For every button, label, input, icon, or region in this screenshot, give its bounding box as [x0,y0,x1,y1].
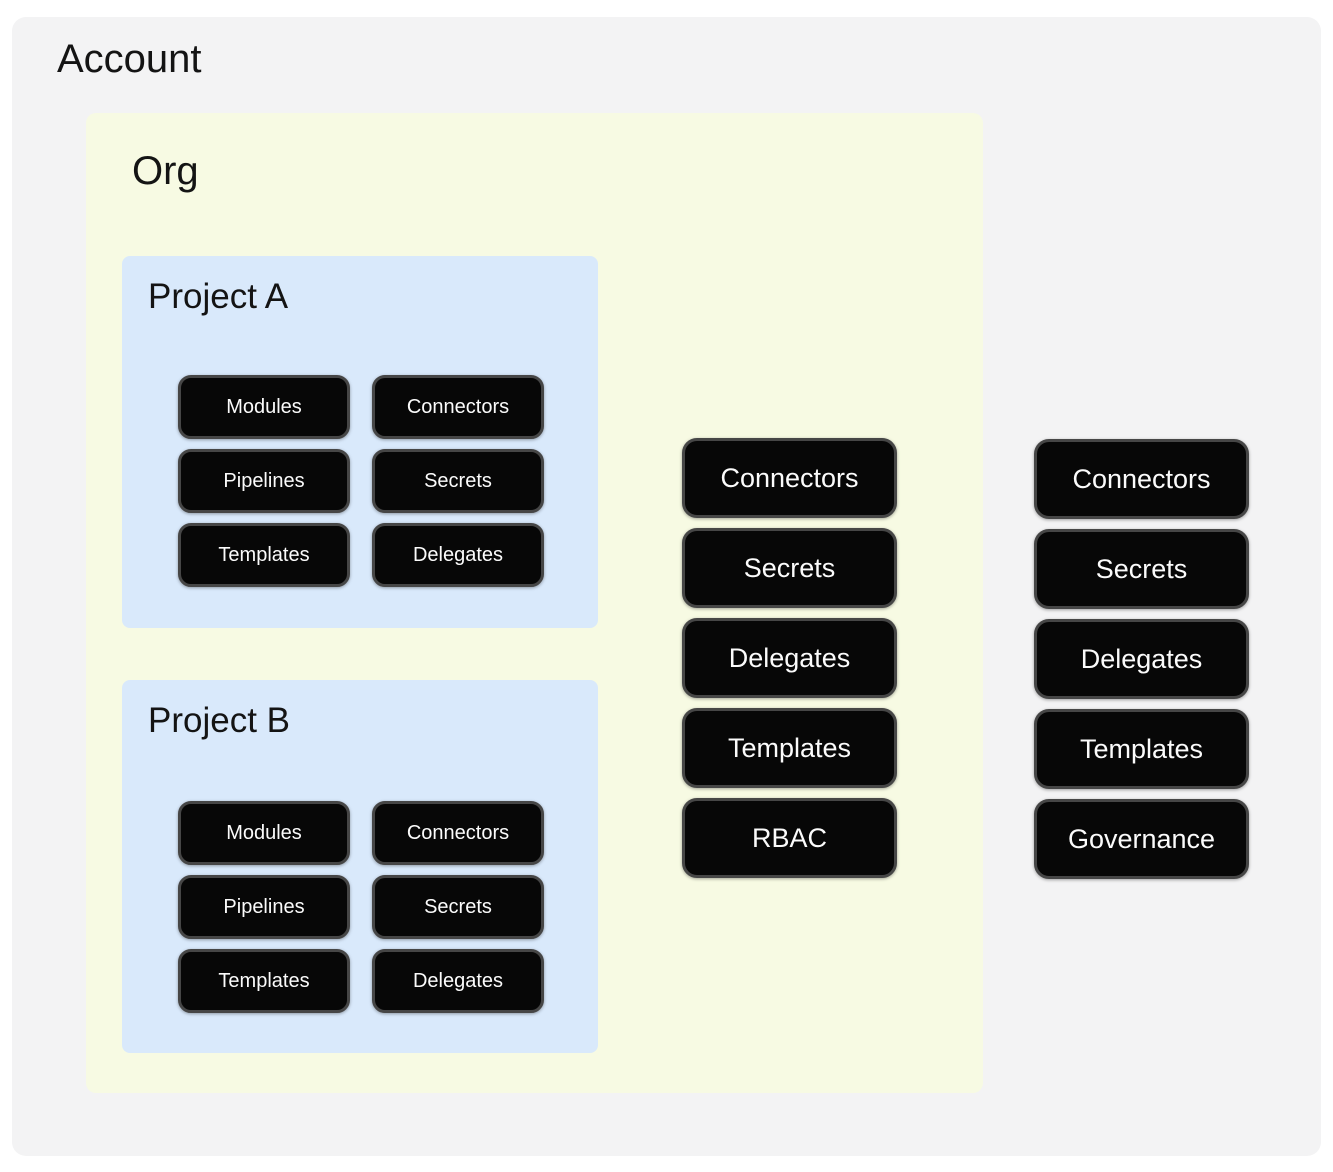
project-a-title: Project A [148,277,289,316]
org-node-connectors: Connectors [682,438,897,518]
project-a-node-delegates: Delegates [372,523,544,587]
org-scope: Org Project A Modules Connectors Pipelin… [86,113,983,1093]
project-b-node-connectors: Connectors [372,801,544,865]
account-scope: Account Org Project A Modules Connectors… [12,17,1321,1156]
org-node-secrets: Secrets [682,528,897,608]
project-a-node-secrets: Secrets [372,449,544,513]
project-a-node-grid: Modules Connectors Pipelines Secrets Tem… [178,375,544,587]
account-node-secrets: Secrets [1034,529,1249,609]
project-b-node-secrets: Secrets [372,875,544,939]
project-a-node-connectors: Connectors [372,375,544,439]
account-node-connectors: Connectors [1034,439,1249,519]
org-node-delegates: Delegates [682,618,897,698]
account-node-templates: Templates [1034,709,1249,789]
project-b-node-grid: Modules Connectors Pipelines Secrets Tem… [178,801,544,1013]
project-b-scope: Project B Modules Connectors Pipelines S… [122,680,598,1053]
org-node-rbac: RBAC [682,798,897,878]
project-b-node-modules: Modules [178,801,350,865]
account-node-governance: Governance [1034,799,1249,879]
project-a-scope: Project A Modules Connectors Pipelines S… [122,256,598,628]
account-node-delegates: Delegates [1034,619,1249,699]
project-b-title: Project B [148,701,290,740]
org-title: Org [132,149,199,193]
project-b-node-delegates: Delegates [372,949,544,1013]
project-b-node-pipelines: Pipelines [178,875,350,939]
project-b-node-templates: Templates [178,949,350,1013]
project-a-node-pipelines: Pipelines [178,449,350,513]
project-a-node-modules: Modules [178,375,350,439]
account-title: Account [57,37,202,81]
org-node-templates: Templates [682,708,897,788]
project-a-node-templates: Templates [178,523,350,587]
org-node-column: Connectors Secrets Delegates Templates R… [682,438,897,878]
account-node-column: Connectors Secrets Delegates Templates G… [1034,439,1249,879]
